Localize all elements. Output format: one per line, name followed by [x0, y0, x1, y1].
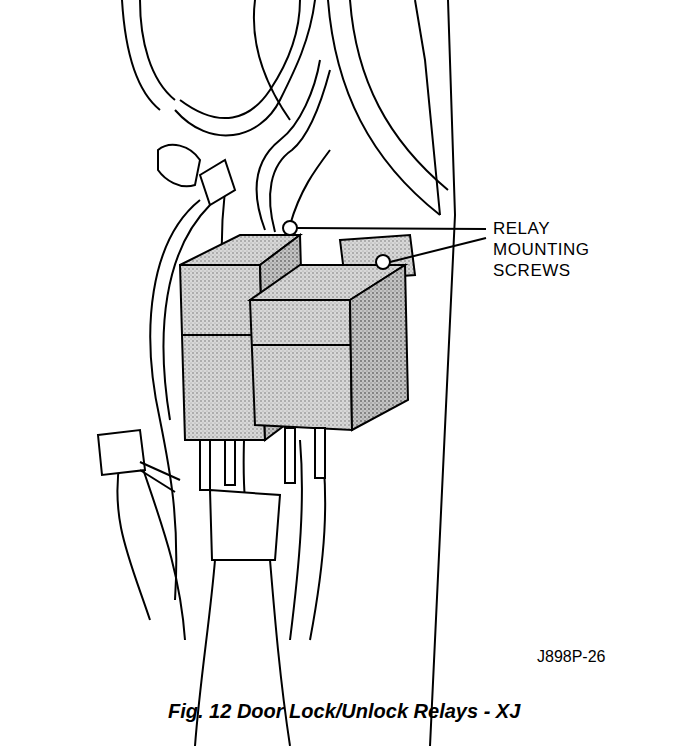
figure-code: J898P-26 — [537, 648, 606, 666]
body-panel — [122, 0, 455, 746]
part-label: RELAY MOUNTING SCREWS — [493, 218, 598, 281]
wire-connector — [98, 430, 280, 560]
relay-terminals — [200, 428, 325, 490]
right-relay — [250, 235, 415, 430]
leader-line — [297, 228, 486, 262]
wire-clip — [158, 145, 235, 205]
figure-caption: Fig. 12 Door Lock/Unlock Relays - XJ — [168, 700, 520, 723]
